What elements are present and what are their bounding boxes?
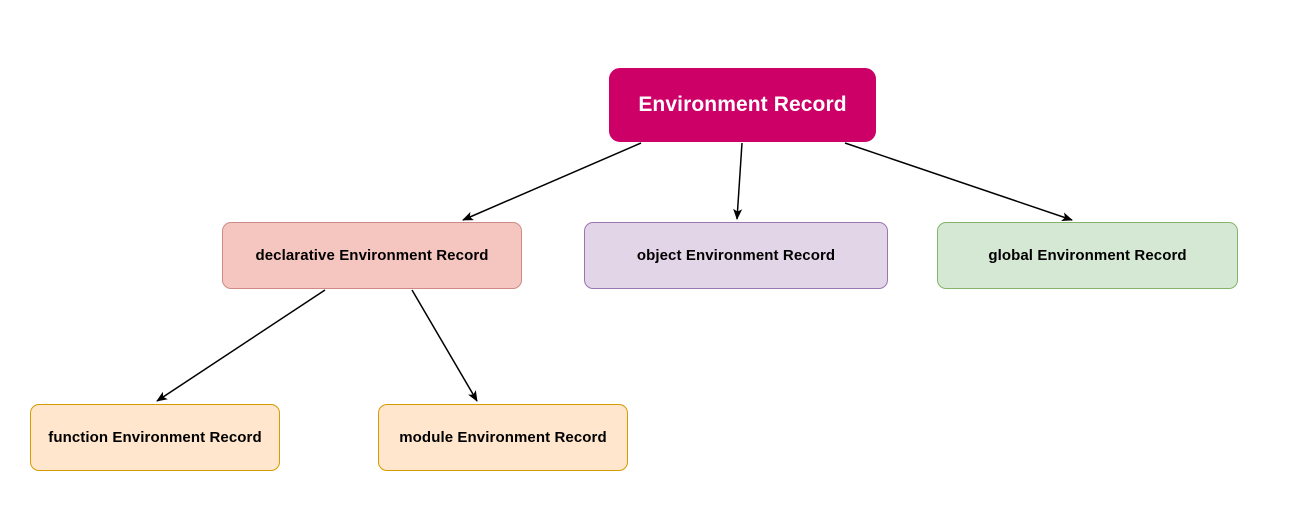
node-global-environment-record[interactable]: global Environment Record xyxy=(937,222,1238,289)
edge-declarative-to-module xyxy=(411,289,478,402)
edge-root-to-object xyxy=(733,142,743,220)
node-module-environment-record[interactable]: module Environment Record xyxy=(378,404,628,471)
node-environment-record[interactable]: Environment Record xyxy=(609,68,876,142)
edge-root-to-declarative xyxy=(462,142,642,221)
node-declarative-environment-record[interactable]: declarative Environment Record xyxy=(222,222,522,289)
edge-root-to-global xyxy=(844,142,1073,222)
edge-declarative-to-function xyxy=(156,289,326,402)
node-object-environment-record[interactable]: object Environment Record xyxy=(584,222,888,289)
node-function-environment-record[interactable]: function Environment Record xyxy=(30,404,280,471)
